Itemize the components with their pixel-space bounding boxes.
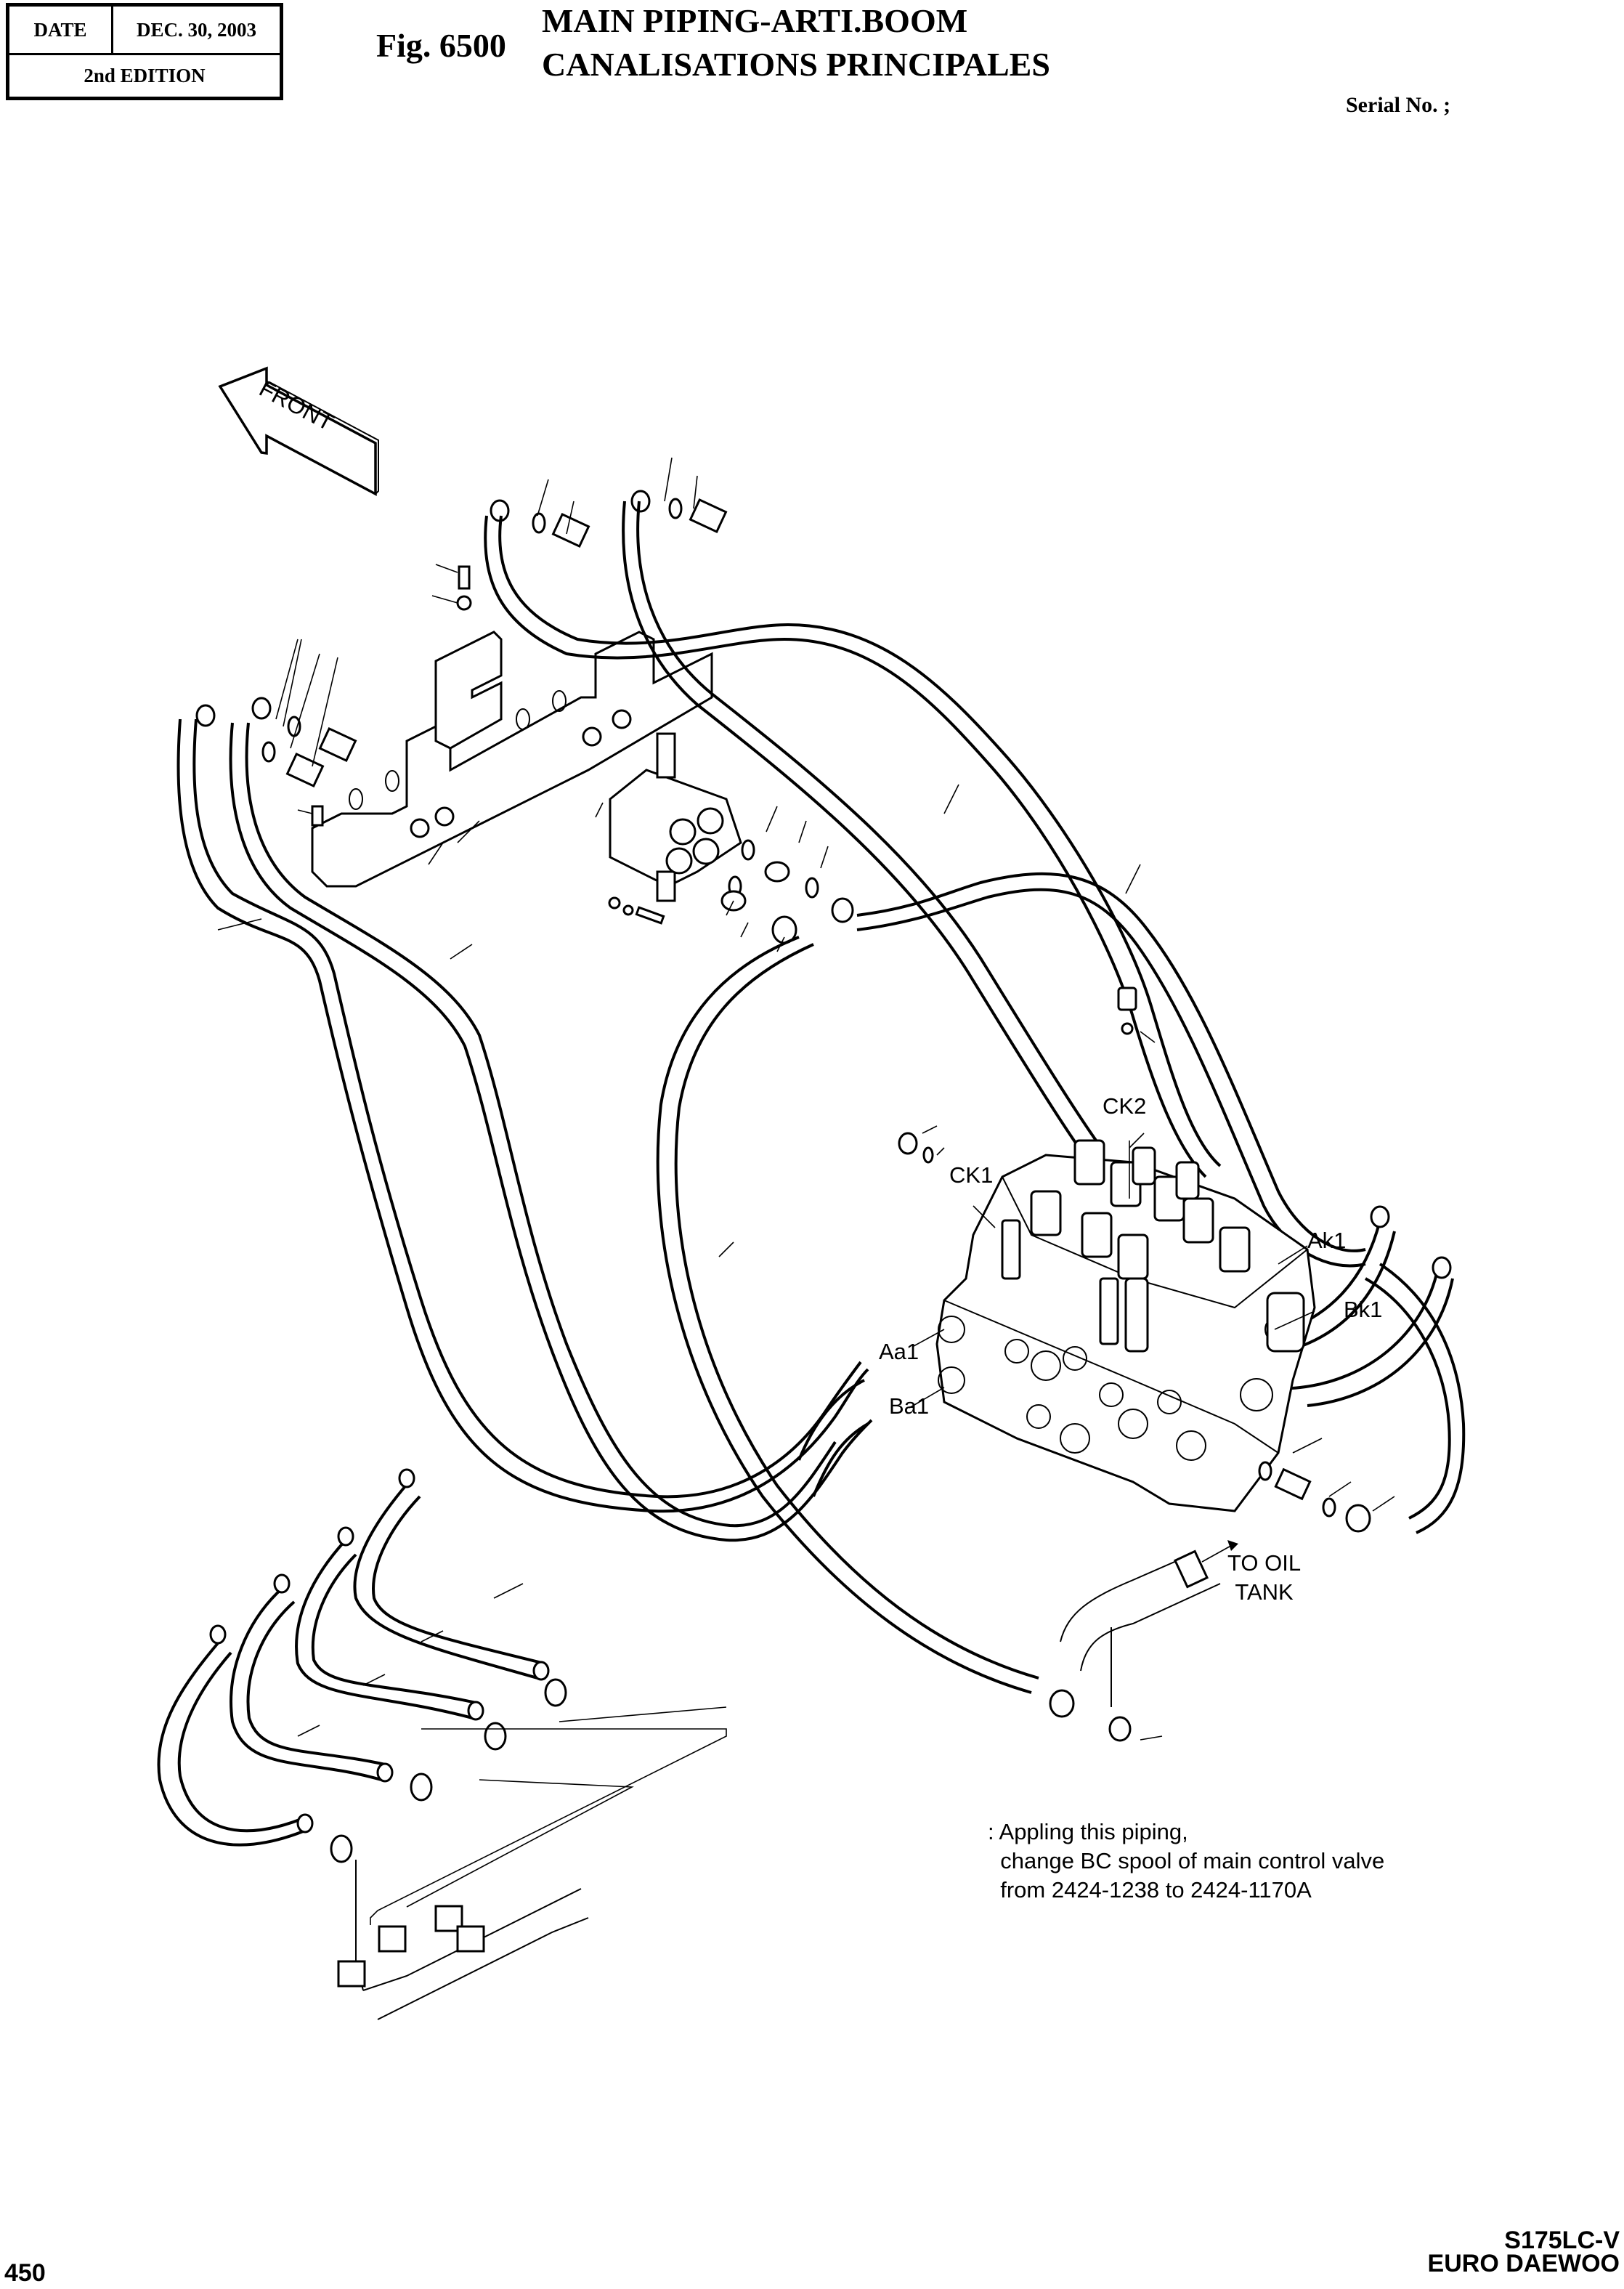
- fittings-right: [898, 987, 1452, 1533]
- date-row: DATE DEC. 30, 2003: [9, 7, 280, 55]
- edition-label: 2nd EDITION: [84, 65, 206, 86]
- port-label-ck1: CK1: [949, 1162, 994, 1188]
- port-label-ck2: CK2: [1103, 1093, 1147, 1119]
- main-control-valve: [935, 1139, 1316, 1512]
- port-label-bk1: Bk1: [1344, 1297, 1383, 1322]
- spool-change-note: : Appling this piping, change BC spool o…: [988, 1819, 1385, 1903]
- oil-tank-label-line1: TO OIL: [1227, 1550, 1302, 1576]
- oil-tank-label: TO OIL TANK: [1227, 1549, 1301, 1607]
- callout-leaders: [217, 457, 1395, 1741]
- figure-number: Fig. 6500: [376, 27, 506, 64]
- port-label-leaders: [909, 1141, 1315, 1409]
- lower-hose-assemblies: [157, 1468, 567, 1863]
- front-arrow-icon: [218, 366, 379, 496]
- fittings-pilot: [720, 839, 854, 944]
- page-number: 450: [4, 2259, 46, 2287]
- pilot-valve-block: [608, 732, 742, 925]
- model-designation: S175LC-V EURO DAEWOO: [1427, 2227, 1620, 2277]
- fittings-top: [195, 490, 728, 788]
- mounting-bracket: [311, 565, 713, 888]
- port-label-ak1: Ak1: [1307, 1228, 1347, 1253]
- hydraulic-hoses: [176, 501, 1466, 1694]
- page-title-french: CANALISATIONS PRINCIPALES: [542, 46, 1050, 83]
- serial-number-label: Serial No. ;: [1346, 93, 1451, 117]
- oil-tank-label-line2: TANK: [1235, 1579, 1294, 1605]
- date-edition-box: DATE DEC. 30, 2003 2nd EDITION: [6, 3, 283, 100]
- port-label-aa1: Aa1: [879, 1339, 919, 1364]
- port-label-ba1: Ba1: [889, 1393, 930, 1419]
- date-label: DATE: [9, 7, 113, 53]
- date-value: DEC. 30, 2003: [136, 18, 256, 41]
- manufacturer-name: EURO DAEWOO: [1427, 2250, 1620, 2277]
- page-title-english: MAIN PIPING-ARTI.BOOM: [542, 2, 968, 39]
- model-name: S175LC-V: [1504, 2227, 1620, 2254]
- boom-structure: [337, 1706, 727, 2020]
- oil-tank-pipe: [1049, 1540, 1238, 1742]
